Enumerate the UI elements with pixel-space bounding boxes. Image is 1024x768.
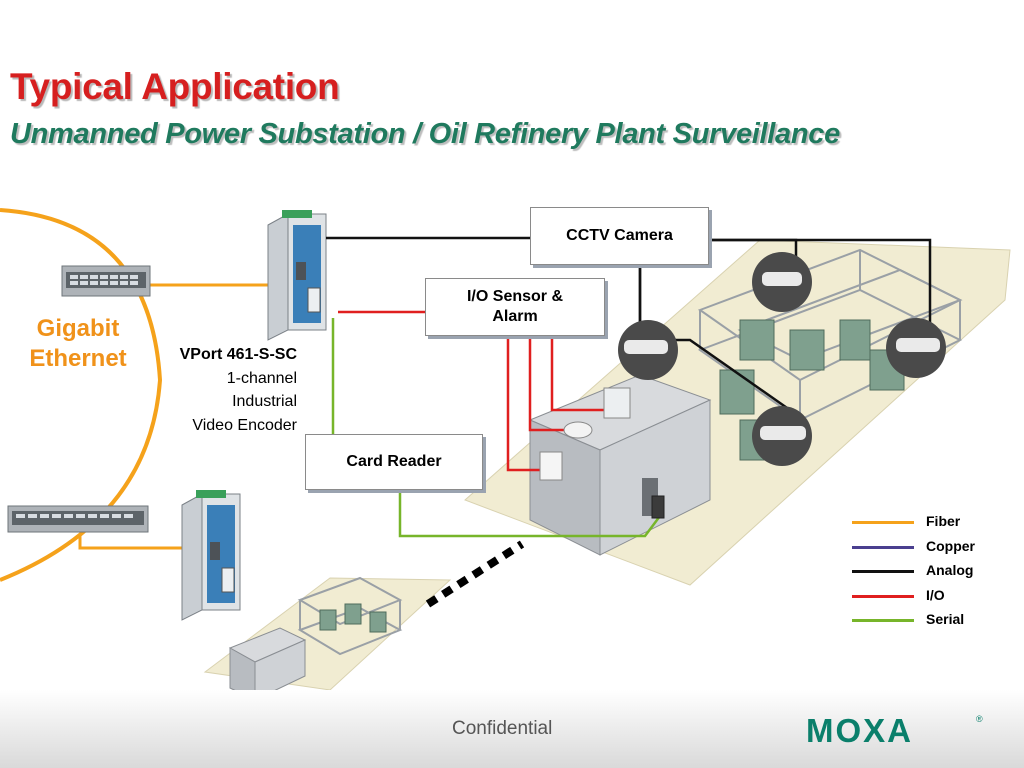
remote-building [228,627,307,701]
dotted-connector [425,540,525,608]
vport-description: VPort 461-S-SC 1-channel Industrial Vide… [180,343,297,437]
cctv-camera-label: CCTV Camera [566,227,673,244]
cctv-camera-2 [618,320,678,380]
remote-transformers [319,603,387,633]
card-reader-device [651,495,665,519]
fiber-ring [0,208,163,582]
moxa-logo: MOXA [806,712,913,749]
io-sensor-label-line2: Alarm [492,308,538,325]
legend-item: Fiber [852,510,1022,535]
legend-item: Serial [852,608,1022,633]
io-sensor-label-line1: I/O Sensor & [466,288,564,305]
io-lines [338,310,606,472]
legend: Fiber Copper Analog I/O Serial [852,510,1022,633]
vport-encoder-bottom [181,490,241,621]
page-subtitle: Unmanned Power Substation / Oil Refinery… [10,118,840,150]
gigabit-line1: Gigabit [36,315,120,342]
vport-desc-3: Video Encoder [192,416,297,434]
page-title: Typical Application [10,66,340,107]
legend-item: Copper [852,535,1022,560]
card-reader-box: Card Reader [305,434,483,490]
legend-item: I/O [852,584,1022,609]
motion-sensor [539,451,563,481]
legend-item: Analog [852,559,1022,584]
confidential-label: Confidential [452,718,553,739]
legend-swatch-fiber [852,521,914,524]
vport-desc-2: Industrial [232,393,297,410]
gigabit-ethernet-label: Gigabit Ethernet [8,314,148,374]
legend-label: Copper [926,537,975,554]
ethernet-switch-bottom [7,505,149,533]
legend-swatch-io [852,594,914,598]
vport-name: VPort 461-S-SC [179,346,297,363]
legend-swatch-serial [852,619,914,622]
vport-desc-1: 1-channel [226,369,297,387]
vport-encoder-top [267,210,327,341]
ethernet-switch-top [61,265,151,297]
gigabit-line2: Ethernet [29,345,127,372]
io-sensor-device [603,387,631,419]
registered-mark: ® [976,714,983,724]
legend-label: I/O [926,586,945,603]
cctv-camera-1 [752,252,812,312]
cctv-camera-3 [886,318,946,378]
legend-swatch-analog [852,570,914,573]
footer-band [0,690,1024,768]
card-reader-label: Card Reader [346,453,442,470]
legend-label: Serial [926,611,965,627]
legend-label: Analog [926,562,974,578]
fiber-link-bottom [78,535,182,550]
io-sensor-box: I/O Sensor & Alarm [425,278,605,336]
legend-label: Fiber [926,513,961,529]
cctv-camera-box: CCTV Camera [530,207,709,265]
legend-swatch-copper [852,545,914,549]
smoke-detector [563,421,593,439]
cctv-camera-4 [752,406,812,466]
